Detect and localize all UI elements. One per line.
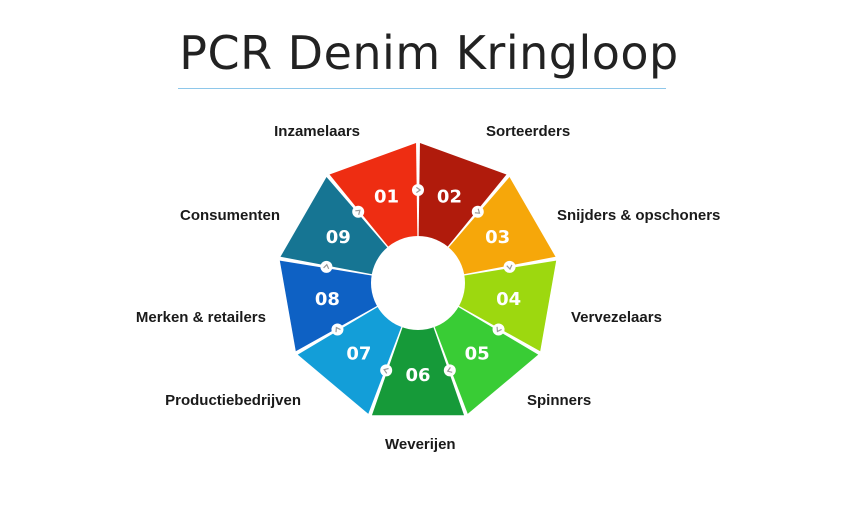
flow-arrow-icon [416, 186, 422, 194]
segment-number-02: 02 [437, 187, 462, 208]
wheel-segments [279, 143, 557, 416]
flow-arrow-icon [506, 264, 513, 271]
wheel-arrows [320, 184, 516, 377]
label-inzamelaars: Inzamelaars [274, 123, 360, 140]
segment-06 [371, 324, 465, 416]
wheel-center-hole [371, 236, 465, 330]
flow-arrow-connector [492, 323, 505, 336]
segment-number-09: 09 [326, 227, 351, 248]
flow-arrow-icon [335, 326, 341, 333]
flow-arrow-connector [503, 260, 516, 273]
page-title: PCR Denim Kringloop [179, 26, 679, 80]
flow-arrow-connector [412, 184, 424, 196]
segment-number-05: 05 [465, 343, 490, 364]
segment-number-03: 03 [485, 227, 510, 248]
flow-arrow-connector [471, 205, 484, 218]
segment-number-01: 01 [374, 187, 399, 208]
segment-number-04: 04 [496, 289, 521, 310]
segment-02 [418, 143, 507, 249]
label-spinners: Spinners [527, 392, 592, 409]
flow-arrow-connector [352, 205, 365, 218]
label-consumenten: Consumenten [179, 207, 280, 224]
flow-arrow-connector [443, 364, 456, 377]
flow-arrow-icon [446, 367, 453, 373]
segment-08 [279, 260, 380, 352]
segment-09 [280, 177, 390, 275]
flow-arrow-connector [320, 260, 333, 273]
segment-03 [446, 177, 556, 275]
flow-arrow-connector [380, 364, 393, 377]
label-weverijen: Weverijen [385, 436, 456, 453]
segment-07 [297, 305, 403, 414]
flow-arrow-icon [474, 208, 481, 214]
label-productiebedrijven: Productiebedrijven [165, 392, 301, 409]
label-merken: Merken & retailers [135, 309, 266, 326]
segment-01 [329, 143, 418, 249]
segment-05 [433, 305, 539, 414]
segment-04 [456, 260, 557, 352]
label-sorteerders: Sorteerders [486, 123, 571, 140]
wheel-numbers: 01 02 03 04 05 06 07 08 09 [315, 187, 521, 386]
segment-number-07: 07 [346, 343, 371, 364]
flow-arrow-connector [331, 323, 344, 336]
title-divider [178, 88, 666, 89]
flow-arrow-icon [496, 326, 502, 333]
segment-number-08: 08 [315, 289, 340, 310]
flow-arrow-icon [383, 367, 389, 374]
flow-arrow-icon [323, 263, 330, 270]
segment-number-06: 06 [405, 365, 430, 386]
flow-arrow-icon [355, 209, 361, 215]
label-snijders: Snijders & opschoners [557, 207, 721, 224]
label-vervezelaars: Vervezelaars [571, 309, 662, 326]
